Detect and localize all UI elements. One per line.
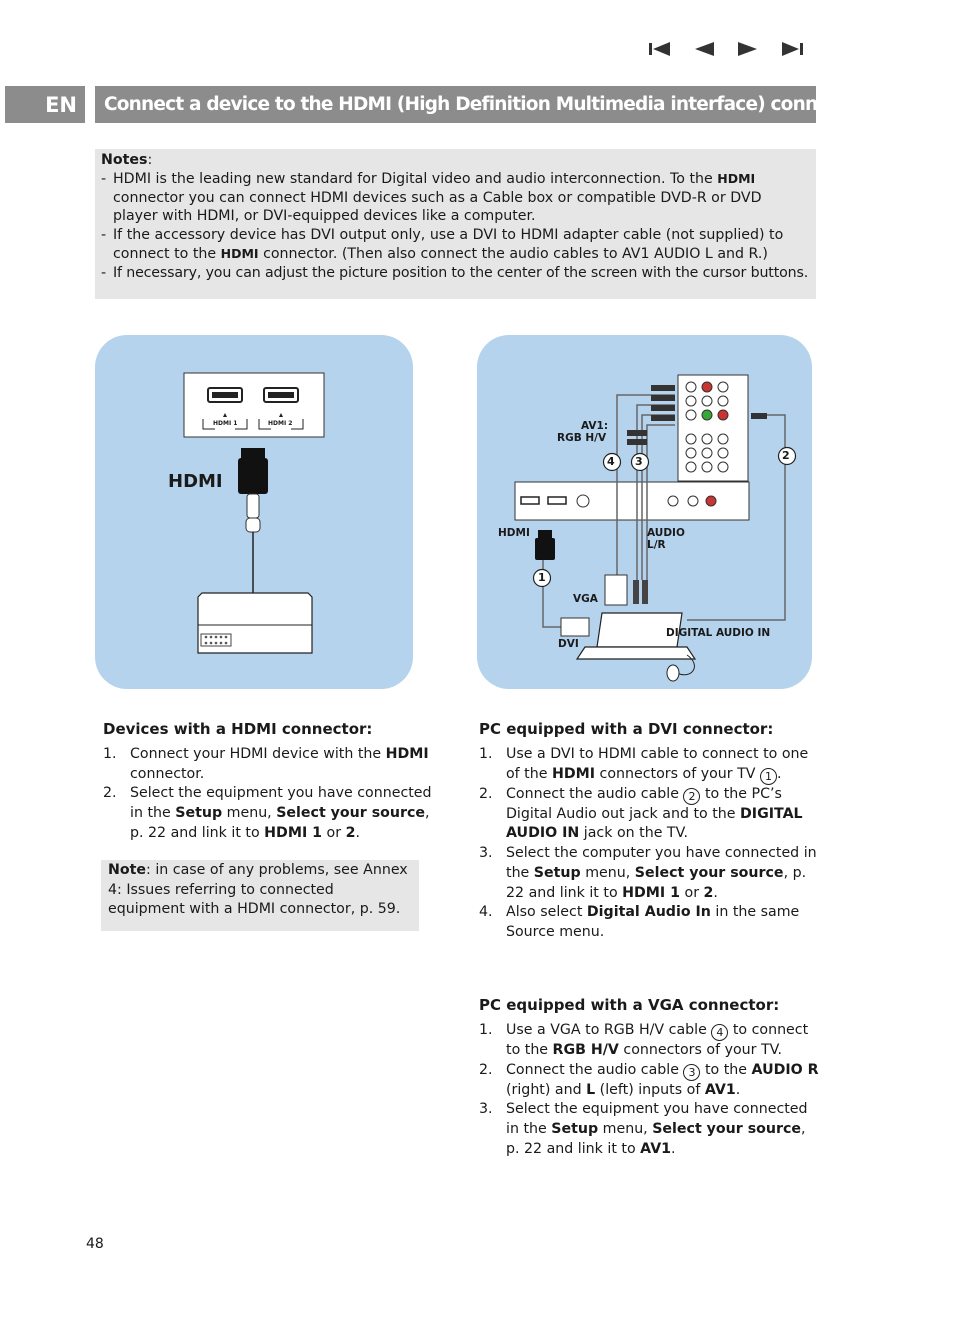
devices-heading: Devices with a HDMI connector: <box>103 720 373 738</box>
hdmi-device-diagram: HDMI 1 HDMI 2 HDMI <box>95 335 413 689</box>
notes-box: Notes: -HDMI is the leading new standard… <box>95 149 816 299</box>
list-item: 2.Connect the audio cable 3 to the AUDIO… <box>479 1061 819 1098</box>
callout-3: 3 <box>635 455 643 468</box>
hdmi-port-label: HDMI <box>498 527 530 539</box>
notes-item: -If necessary, you can adjust the pictur… <box>101 264 809 281</box>
callout-circle: 2 <box>683 787 701 805</box>
page-navigation <box>648 40 804 58</box>
hdmi-1-port-label: HDMI 1 <box>213 420 238 427</box>
callout-4: 4 <box>607 455 615 468</box>
audio-lr-label: L/R <box>647 539 666 551</box>
page-title: Connect a device to the HDMI (High Defin… <box>95 86 816 123</box>
list-item: 2.Connect the audio cable 2 to the PC’s … <box>479 785 803 842</box>
next-page-icon[interactable] <box>736 40 760 58</box>
callout-circle: 3 <box>683 1063 701 1081</box>
language-tab: EN <box>5 86 85 123</box>
rgb-hv-label: RGB H/V <box>557 432 607 444</box>
callout-circle: 1 <box>760 767 778 785</box>
list-item: 2.Select the equipment you have connecte… <box>103 785 432 841</box>
pc-connection-illustration <box>514 374 797 682</box>
previous-page-icon[interactable] <box>692 40 716 58</box>
callout-circle: 4 <box>711 1024 729 1041</box>
notes-item: -HDMI is the leading new standard for Di… <box>101 170 762 225</box>
last-page-icon[interactable] <box>780 40 804 58</box>
audio-label: AUDIO <box>647 527 685 539</box>
hdmi-connection-illustration <box>183 372 325 654</box>
notes-item: -If the accessory device has DVI output … <box>101 227 784 262</box>
vga-label: VGA <box>573 593 598 605</box>
list-item: 1.Connect your HDMI device with the HDMI… <box>103 746 429 782</box>
vga-heading: PC equipped with a VGA connector: <box>479 996 780 1014</box>
list-item: 3.Select the computer you have connected… <box>479 845 817 901</box>
devices-steps: 1.Connect your HDMI device with the HDMI… <box>103 745 441 844</box>
pc-connection-diagram: AV1: RGB H/V HDMI AUDIO L/R VGA DVI DIGI… <box>477 335 812 689</box>
list-item: 1.Use a DVI to HDMI cable to connect to … <box>479 746 809 785</box>
callout-1: 1 <box>538 571 546 584</box>
av1-label: AV1: <box>581 420 609 432</box>
notes-heading: Notes: <box>101 152 153 168</box>
hdmi-label: HDMI <box>168 471 223 492</box>
callout-2: 2 <box>782 449 790 462</box>
dvi-heading: PC equipped with a DVI connector: <box>479 720 774 738</box>
page-number: 48 <box>86 1236 104 1252</box>
dvi-steps: 1.Use a DVI to HDMI cable to connect to … <box>479 745 819 943</box>
dvi-label: DVI <box>558 638 579 650</box>
list-item: 1.Use a VGA to RGB H/V cable 4 to connec… <box>479 1022 809 1058</box>
first-page-icon[interactable] <box>648 40 672 58</box>
digital-audio-in-label: DIGITAL AUDIO IN <box>666 627 771 639</box>
hdmi-2-port-label: HDMI 2 <box>268 420 293 427</box>
vga-steps: 1.Use a VGA to RGB H/V cable 4 to connec… <box>479 1021 819 1160</box>
list-item: 4.Also select Digital Audio In in the sa… <box>479 904 800 940</box>
list-item: 3.Select the equipment you have connecte… <box>479 1101 808 1157</box>
note-box: Note: in case of any problems, see Annex… <box>101 860 419 931</box>
